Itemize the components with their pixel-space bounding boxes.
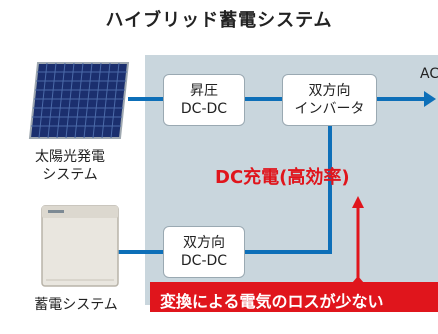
solar-label-line1: 太陽光発電 xyxy=(35,149,105,165)
loss-banner-text: 変換による電気のロスが少ない xyxy=(160,292,384,310)
inverter-line2: インバータ xyxy=(294,101,365,117)
booster-line2: DC-DC xyxy=(180,101,228,117)
dc-charge-text: DC充電(高効率) xyxy=(215,167,350,188)
booster-dcdc-box: 昇圧 DC-DC xyxy=(163,74,245,126)
bidirectional-dcdc-box: 双方向 DC-DC xyxy=(163,226,245,278)
ac-arrow-head xyxy=(424,91,436,107)
solar-label: 太陽光発電 システム xyxy=(20,148,120,184)
booster-line1: 昇圧 xyxy=(190,83,218,99)
battery-label: 蓄電システム xyxy=(34,297,118,313)
callout-arrow-head xyxy=(352,196,364,208)
battery-unit-icon xyxy=(41,205,119,287)
dcdc-line2: DC-DC xyxy=(180,253,228,269)
dcdc-line1: 双方向 xyxy=(183,235,225,251)
solar-label-line2: システム xyxy=(42,167,98,183)
solar-panel-icon xyxy=(28,62,130,139)
dcdc-to-inverter-line xyxy=(243,118,332,254)
loss-banner xyxy=(150,282,438,312)
diagram-title: ハイブリッド蓄電システム xyxy=(105,10,333,31)
ac-output-label: AC xyxy=(420,66,438,82)
inverter-box: 双方向 インバータ xyxy=(282,74,377,126)
inverter-line1: 双方向 xyxy=(308,83,351,99)
